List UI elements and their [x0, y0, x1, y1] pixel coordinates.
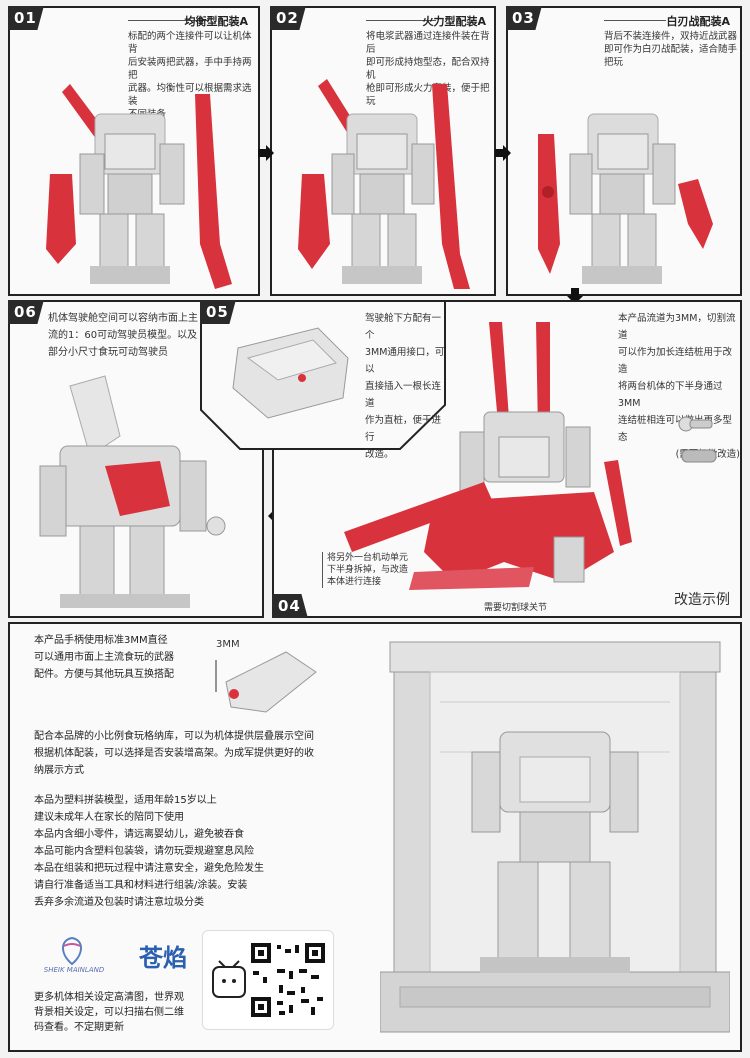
storage-text: 配合本品牌的小比例食玩格纳库，可以为机体提供层叠展示空间根据机体配装，可以选择是…	[34, 731, 314, 776]
panel-description: 将电浆武器通过连接件装在背后即可形成持炮型态，配合双持机枪即可形成火力套装，便于…	[366, 31, 490, 107]
panel-number: 06	[8, 300, 44, 324]
qr-card	[202, 930, 334, 1030]
panel-title: 均衡型配装A	[184, 15, 248, 28]
callout-3mm-label: 3MM	[216, 639, 240, 650]
robot-figure-balanced	[46, 84, 232, 289]
arrow-right-icon	[258, 145, 274, 161]
qr-code-icon[interactable]	[249, 941, 327, 1019]
panel-04: 本产品流道为3MM，切割流道可以作为加长连结桩用于改造将两台机体的下半身通过3M…	[272, 300, 742, 618]
panel-number: 04	[272, 594, 308, 618]
panel-number: 01	[8, 6, 44, 30]
panel-number: 05	[200, 300, 236, 324]
combined-robot-figure	[344, 322, 632, 590]
arrow-right-icon	[495, 145, 511, 161]
weapon-grip-callout	[215, 651, 317, 713]
brand-logo-cangyan: 苍焰	[139, 943, 187, 972]
panel-number: 03	[506, 6, 542, 30]
weapon-compat-text: 本产品手柄使用标准3MM直径可以通用市面上主流食玩的武器配件。方便与其他玩具互换…	[34, 635, 174, 680]
robot-figure-melee	[538, 113, 713, 284]
mascot-icon	[212, 960, 246, 998]
footer-qr-text: 更多机体相关设定高清图，世界观背景相关设定，可以扫描右侧二维码查看。不定期更新	[34, 992, 184, 1033]
modification-caption: 改造示例	[674, 592, 730, 608]
brand-logo-sheik: SHEIK MAINLAND	[34, 936, 114, 986]
panel-02: 02 火力型配装A 将电浆武器通过连接件装在背后即可形成持炮型态，配合双持机枪即…	[270, 6, 496, 296]
robot-cockpit-figure	[39, 375, 226, 608]
safety-notices: 本品为塑料拼装模型，适用年龄15岁以上建议未成年人在家长的陪同下使用本品内含细小…	[34, 795, 264, 908]
cockpit-part-illustration	[232, 327, 349, 419]
panel-03: 03 白刃战配装A 背后不装连接件，双持近战武器即可作为白刃战配装，适合随手把玩	[506, 6, 742, 296]
panel-description: 背后不装连接件，双持近战武器即可作为白刃战配装，适合随手把玩	[604, 31, 738, 68]
panel-title: 火力型配装A	[422, 15, 486, 28]
panel-01: 01 均衡型配装A 标配的两个连接件可以让机体背后安装两把武器，手中手持两把武器…	[8, 6, 260, 296]
panel-description: 机体驾驶舱空间可以容纳市面上主流的1：60可动驾驶员模型。以及部分小尺寸食玩可动…	[48, 313, 198, 358]
panel-06: 06 机体驾驶舱空间可以容纳市面上主流的1：60可动驾驶员模型。以及部分小尺寸食…	[8, 300, 264, 618]
panel-title: 白刃战配装A	[666, 15, 730, 28]
note-connect-lower-body: 将另外一台机动单元下半身拆掉，与改造本体进行连接	[322, 552, 437, 588]
connector-parts-icon	[678, 416, 717, 463]
hangar-rack-illustration	[380, 641, 730, 1033]
panel-number: 02	[270, 6, 306, 30]
bottom-section: 本产品手柄使用标准3MM直径可以通用市面上主流食玩的武器配件。方便与其他玩具互换…	[8, 622, 742, 1052]
note-cut-ball-joint: 需要切割球关节	[484, 603, 548, 613]
robot-figure-firepower	[298, 79, 470, 289]
